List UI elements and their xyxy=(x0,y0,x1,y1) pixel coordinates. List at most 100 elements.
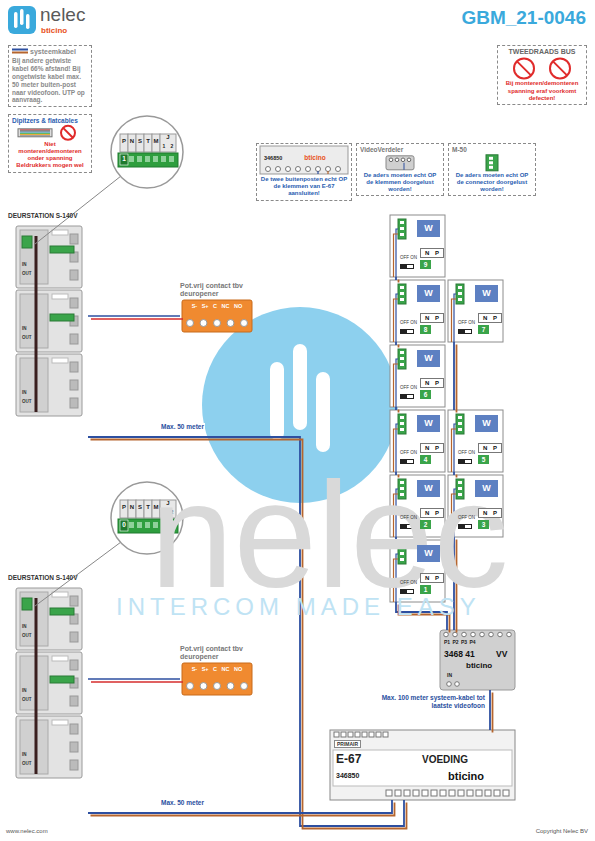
screw-terminal xyxy=(503,790,509,796)
jumper-pin xyxy=(137,522,142,528)
cable-sample xyxy=(12,52,28,54)
label: J xyxy=(160,134,176,141)
screw-terminal xyxy=(449,790,455,796)
cable-core xyxy=(88,800,392,813)
cable-core xyxy=(456,345,458,413)
screw-terminal xyxy=(348,732,353,737)
cable-core xyxy=(398,410,400,413)
module-logo xyxy=(52,656,68,661)
screw-terminal xyxy=(507,632,512,637)
icon-space xyxy=(260,164,348,174)
node-text: IN xyxy=(447,672,452,678)
screw-terminal xyxy=(241,320,248,327)
module-button xyxy=(70,234,78,244)
label: 1 xyxy=(160,143,168,149)
label: bticino xyxy=(41,26,67,36)
node-text: De aders moeten echt OP de klemmen doorg… xyxy=(360,172,440,194)
termination-switch xyxy=(400,394,414,399)
node-text: 4 xyxy=(420,455,431,464)
node-text: bticino xyxy=(304,154,325,162)
label: IN xyxy=(22,752,27,757)
screw-terminal xyxy=(369,732,374,737)
label: IN xyxy=(22,688,27,693)
termination-switch xyxy=(400,329,414,334)
label: 0 xyxy=(120,521,128,529)
jumper-cell xyxy=(128,500,136,518)
screw-terminal xyxy=(462,632,467,637)
terminal-pin xyxy=(400,227,404,230)
cable-note: systeemkabelBij andere getwiste kabel 66… xyxy=(8,45,92,107)
station-module xyxy=(16,290,82,352)
node-text: 7 xyxy=(478,325,489,334)
jumper-block xyxy=(22,236,32,248)
termination-switch xyxy=(458,329,472,334)
terminal-pin xyxy=(400,422,404,425)
node-text: N P xyxy=(420,378,444,388)
prohibition-slash xyxy=(553,61,567,75)
terminal-pin xyxy=(400,363,404,366)
screw-terminal xyxy=(455,682,460,687)
jumper-cell xyxy=(144,134,152,152)
label: IN xyxy=(22,326,27,331)
jumper-block xyxy=(22,598,32,610)
label: INTERCOM MADE EASY xyxy=(116,594,481,620)
screw-terminal xyxy=(326,167,331,172)
terminal-pin xyxy=(400,428,404,431)
module-button xyxy=(70,298,78,308)
terminal-pin xyxy=(458,292,462,295)
screw-terminal xyxy=(440,790,446,796)
jumper-cell xyxy=(160,134,176,152)
supply-housing xyxy=(330,730,515,800)
videophone-housing xyxy=(390,345,445,407)
screw-terminal xyxy=(341,732,346,737)
jumper-cell xyxy=(136,500,144,518)
terminal-block xyxy=(398,414,406,434)
prohibition-sign xyxy=(514,58,534,78)
terminal-pin xyxy=(400,292,404,295)
videophone-housing xyxy=(390,280,445,342)
icon-space xyxy=(501,56,583,80)
cable-core xyxy=(489,690,491,730)
terminal-block xyxy=(50,246,74,253)
watermark-bar xyxy=(270,362,284,440)
relay-module: Pot.vrij contact tbv deuropenerS- S+ C N… xyxy=(180,645,254,697)
node-text: Pot.vrij contact tbv deuropener xyxy=(180,282,254,298)
wire xyxy=(404,163,405,170)
label: N xyxy=(128,504,136,511)
node-text: P1 P2 P3 P4 xyxy=(444,639,476,645)
node-text: PRIMAIR xyxy=(334,740,361,748)
cable-core xyxy=(88,315,180,316)
screw-terminal xyxy=(276,167,281,172)
label: www.nelec.com xyxy=(6,828,48,835)
module-logo xyxy=(52,720,68,725)
logo-icon xyxy=(8,6,36,34)
wire xyxy=(317,171,318,174)
screw-terminal xyxy=(227,320,234,327)
warning-note: VideoVerdelerDe aders moeten echt OP de … xyxy=(356,143,444,196)
station-module xyxy=(16,226,82,288)
flat-cable xyxy=(35,236,38,412)
screw-terminal xyxy=(401,158,405,162)
node-text: OFF ON xyxy=(400,515,417,520)
node-text: W xyxy=(417,350,440,367)
zoom-circle xyxy=(111,116,183,188)
legend-text: systeemkabel xyxy=(30,48,76,55)
label: IN xyxy=(22,262,27,267)
label: OUT xyxy=(22,335,32,340)
node-text: S- S+ C NC NO xyxy=(182,303,252,310)
power-supply: PRIMAIRE-67VOEDING346850bticino xyxy=(330,730,515,800)
node-text: N P xyxy=(420,508,444,518)
node-text: W xyxy=(417,415,440,432)
terminal-pin xyxy=(400,416,404,419)
station-module xyxy=(16,588,82,650)
cable-core xyxy=(395,407,397,410)
relay-housing xyxy=(182,663,252,695)
screw-terminal xyxy=(476,790,482,796)
relay-module: Pot.vrij contact tbv deuropener S- S+ C N… xyxy=(180,282,254,334)
bus-wire xyxy=(396,229,398,277)
jumper-cell xyxy=(120,500,128,518)
node-text: OFF ON xyxy=(400,385,417,390)
node-text: W xyxy=(417,545,440,562)
module-button xyxy=(70,696,78,706)
